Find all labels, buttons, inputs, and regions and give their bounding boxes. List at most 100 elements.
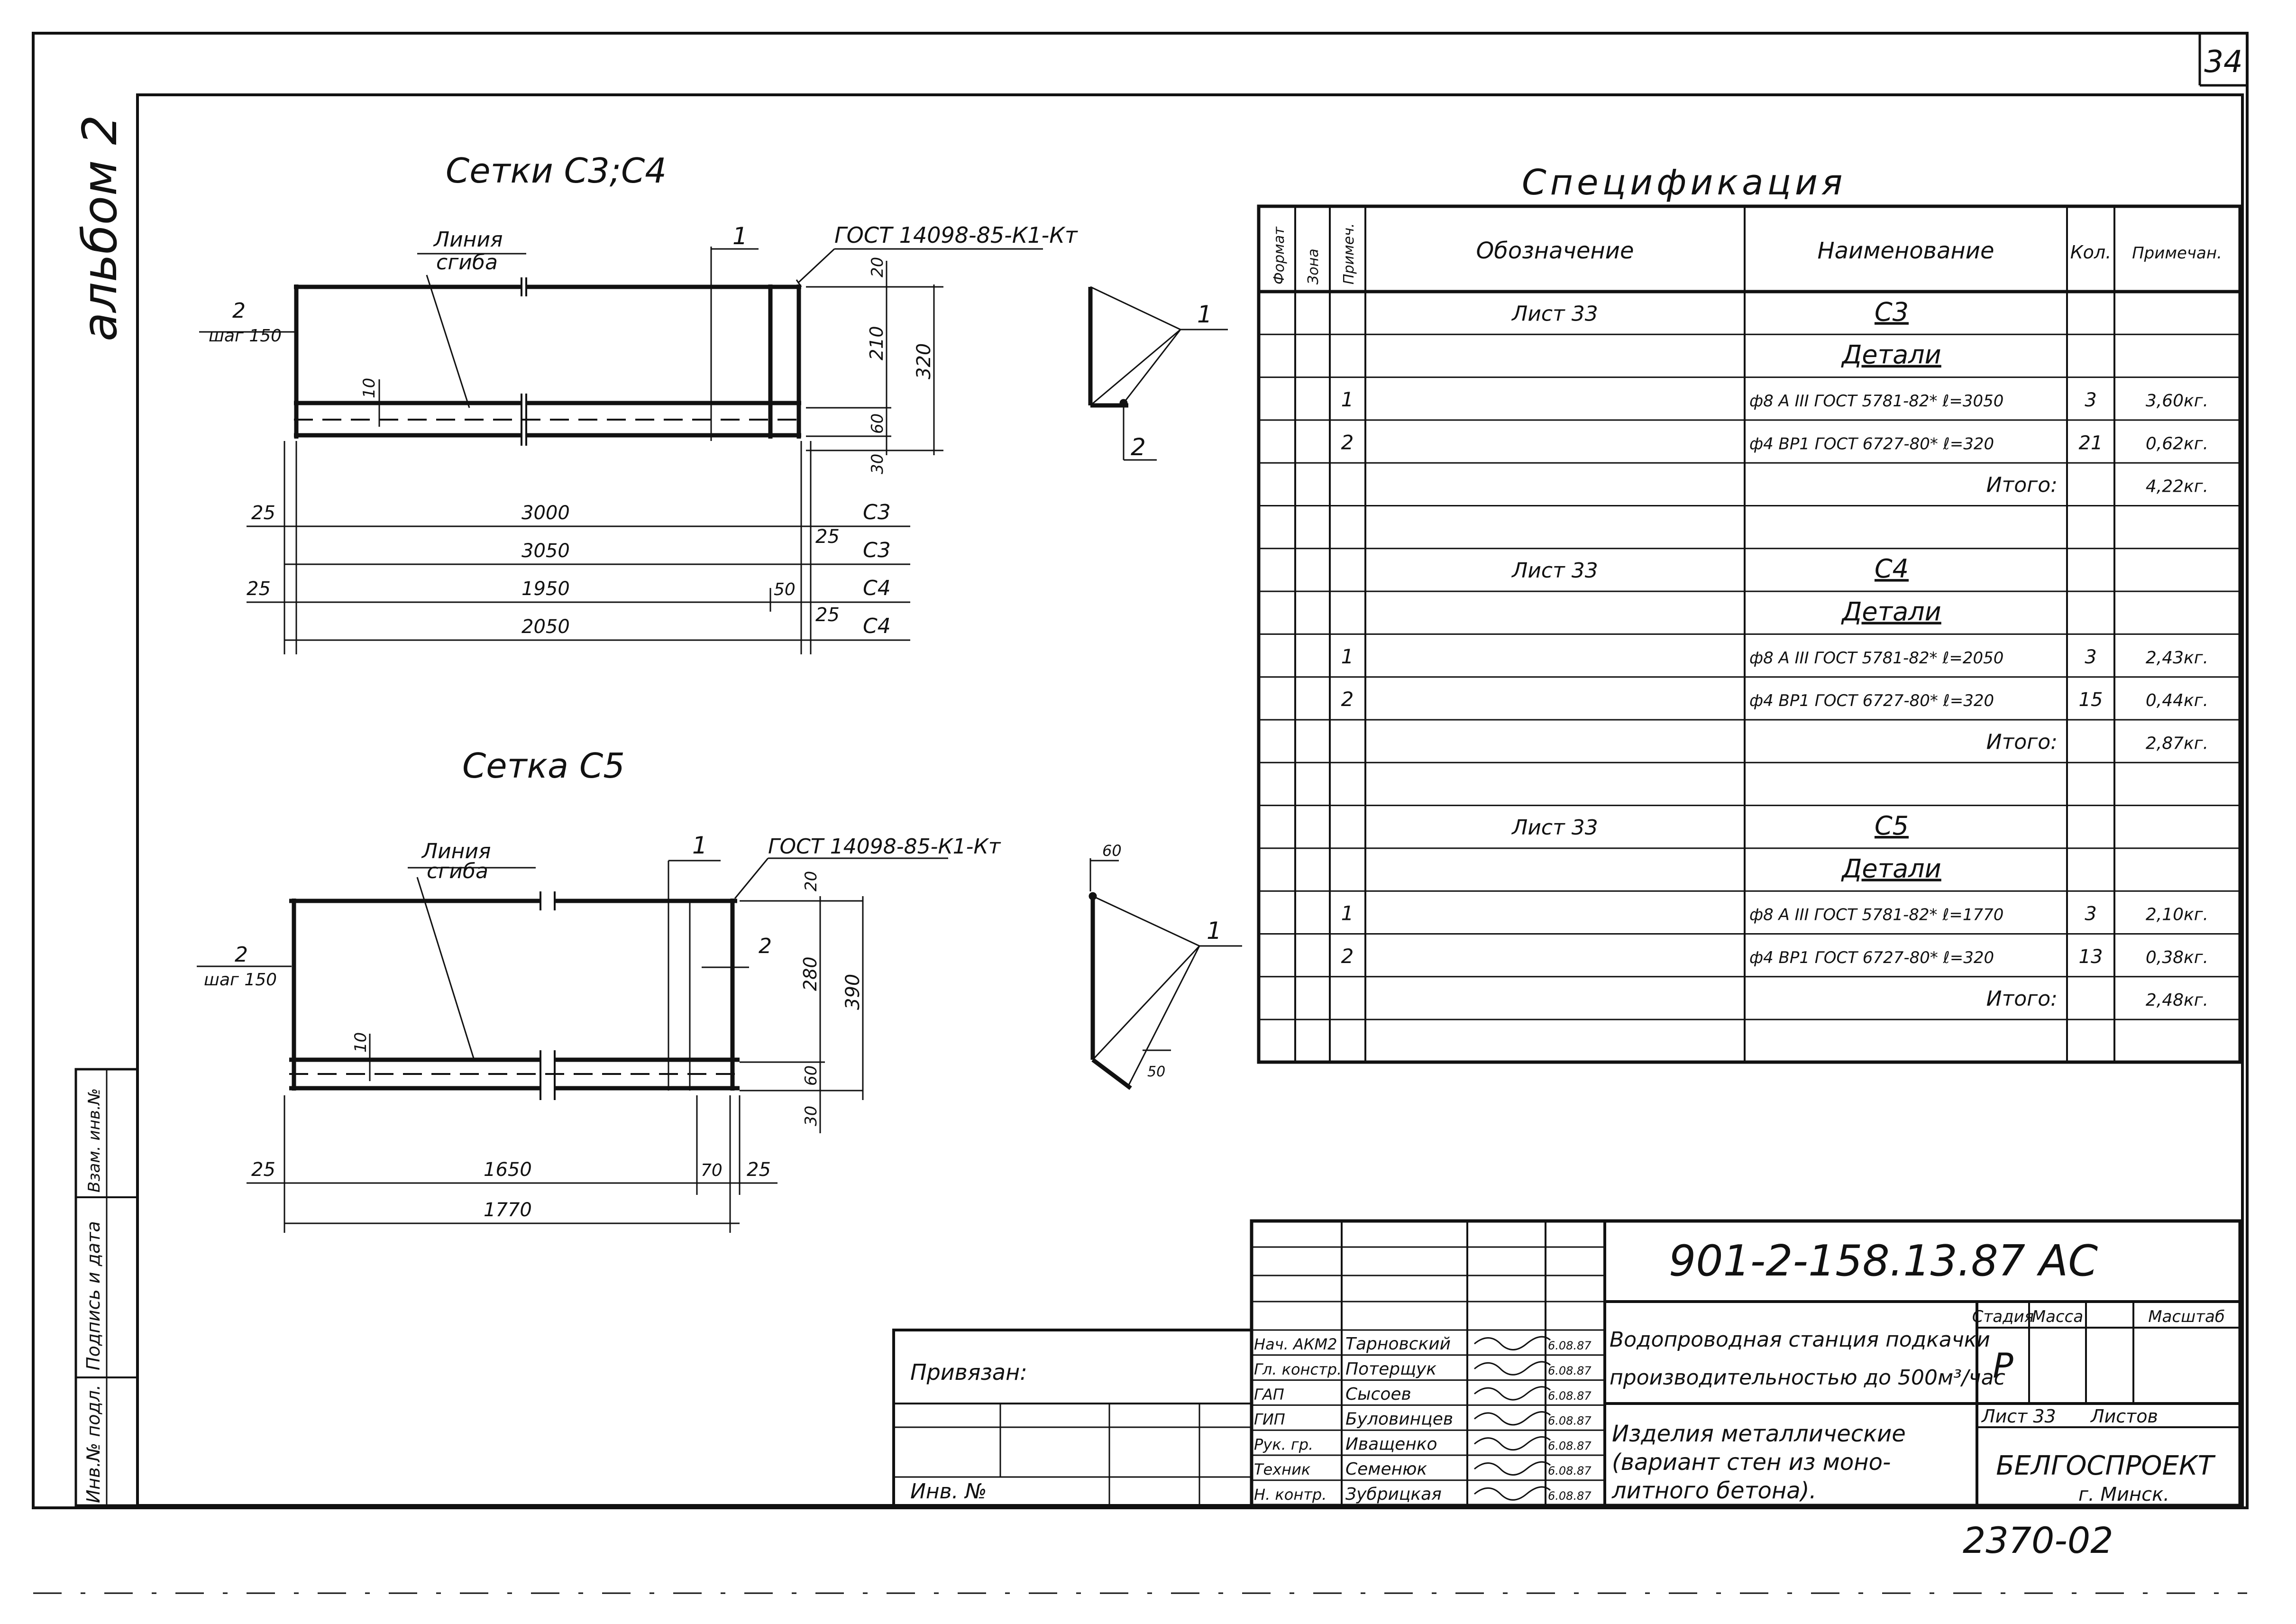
c5-pitch-num: 2	[235, 943, 248, 967]
margin-note: альбом 2	[72, 115, 128, 341]
c3c4-pitch: шаг 150	[209, 326, 282, 346]
c3c4-row4-mid: 2050	[521, 616, 570, 638]
spec-cell-oboz: Лист 33	[1511, 559, 1598, 583]
spec-header-kol: Кол.	[2070, 242, 2112, 263]
c3c4-dim-20: 20	[868, 257, 887, 277]
spec-cell-prim: 2,43кг.	[2146, 648, 2208, 668]
spec-cell-name: ф8 А III ГОСТ 5781-82* ℓ=3050	[1749, 392, 2003, 411]
inv-label: Инв. №	[910, 1479, 987, 1504]
role-cell-name: Иващенко	[1345, 1434, 1437, 1454]
c5-mesh	[197, 857, 948, 1233]
spec-cell-pos: 1	[1341, 645, 1354, 668]
stage-value: Р	[1993, 1346, 2013, 1385]
spec-cell-prim: 0,62кг.	[2146, 434, 2208, 453]
spec-cell-kol: 15	[2079, 689, 2103, 711]
c3c4-dim-30: 30	[868, 454, 887, 474]
spec-cell-pos: 1	[1341, 388, 1354, 411]
sheets-value: Листов	[2090, 1406, 2158, 1427]
left-stamp-column	[74, 1068, 139, 1507]
spec-cell-prim: 0,38кг.	[2146, 948, 2208, 967]
c5-bottom-right: 25	[747, 1159, 771, 1181]
c3c4-row3-right: 25	[815, 604, 840, 626]
spec-cell-kol: 3	[2085, 903, 2096, 925]
role-cell-role: Рук. гр.	[1254, 1435, 1313, 1453]
footer-code: 2370-02	[1963, 1519, 2113, 1561]
section1-label-2: 2	[1131, 433, 1146, 461]
role-cell-role: Гл. констр.	[1254, 1360, 1342, 1378]
role-cell-name: Зубрицкая	[1345, 1485, 1442, 1504]
role-cell-role: Н. контр.	[1254, 1486, 1326, 1504]
spec-cell-kol: 3	[2085, 389, 2096, 411]
c3c4-row3-extra: 50	[774, 580, 796, 599]
c5-bend-line-1: Линия	[421, 839, 491, 863]
spec-cell-prim: 2,87кг.	[2146, 734, 2208, 753]
role-cell-role: Нач. АКМ2	[1254, 1335, 1337, 1353]
c5-gost: ГОСТ 14098-85-К1-Кт	[768, 835, 1001, 859]
left-col-vzam: Взам. инв.№	[85, 1088, 104, 1193]
role-cell-role: Техник	[1254, 1460, 1311, 1478]
c5-title: Сетка С5	[462, 746, 625, 786]
sheet-title-2: (вариант стен из моно-	[1612, 1449, 1891, 1476]
title-block-role-lines	[1252, 1354, 1605, 1481]
c5-dim-280: 280	[800, 956, 821, 991]
c3c4-pitch-num: 2	[232, 299, 246, 323]
title-block-grid	[892, 1219, 2242, 1507]
sheet-number: 34	[2204, 45, 2242, 80]
role-cell-date: 6.08.87	[1548, 1339, 1592, 1352]
spec-cell-name: ф4 ВР1 ГОСТ 6727-80* ℓ=320	[1749, 691, 1994, 710]
c5-pitch: шаг 150	[204, 970, 277, 990]
signature-scribble	[1474, 1361, 1551, 1376]
c3c4-dim-10: 10	[360, 378, 379, 398]
spec-cell-name: Итого:	[1986, 730, 2058, 754]
org-city: г. Минск.	[2078, 1484, 2169, 1505]
spec-cell-name: Детали	[1841, 597, 1941, 627]
role-cell-date: 6.08.87	[1548, 1464, 1592, 1477]
spec-cell-prim: 2,48кг.	[2146, 991, 2208, 1010]
spec-header-name: Наименование	[1817, 238, 1994, 264]
signature-scribble	[1474, 1386, 1551, 1401]
stage-header: Стадия	[1972, 1307, 2034, 1326]
spec-cell-name: С5	[1875, 811, 1909, 841]
spec-cell-kol: 21	[2079, 432, 2103, 454]
spec-cell-name: ф4 ВР1 ГОСТ 6727-80* ℓ=320	[1749, 948, 1994, 967]
spec-header-oboz: Обозначение	[1476, 238, 1634, 264]
spec-cell-name: Итого:	[1986, 473, 2058, 497]
c5-bend-line-2: сгиба	[427, 859, 488, 883]
left-col-inv: Инв.№ подл.	[83, 1385, 104, 1503]
role-cell-name: Тарновский	[1345, 1334, 1451, 1354]
spec-header-pos: Примеч.	[1341, 223, 1357, 284]
c5-dim-30: 30	[802, 1106, 821, 1126]
section-detail-1	[1088, 286, 1228, 461]
c5-dim-10: 10	[351, 1032, 370, 1053]
role-cell-date: 6.08.87	[1548, 1439, 1592, 1452]
c3c4-bend-line-2: сгиба	[436, 250, 498, 275]
c5-section-mark: 1	[692, 832, 707, 859]
role-cell-name: Семенюк	[1345, 1459, 1427, 1479]
spec-cell-oboz: Лист 33	[1511, 302, 1598, 326]
mass-header: Масса	[2032, 1307, 2083, 1326]
spec-cell-name: ф4 ВР1 ГОСТ 6727-80* ℓ=320	[1749, 434, 1994, 453]
sheet-title-1: Изделия металлические	[1612, 1421, 1906, 1447]
section2-label-1: 1	[1207, 917, 1222, 945]
section2-dim-bottom: 50	[1147, 1064, 1165, 1080]
spec-cell-name: Детали	[1841, 853, 1941, 883]
spec-cell-prim: 3,60кг.	[2146, 391, 2208, 411]
c3c4-row1-mid: 3000	[521, 502, 570, 524]
spec-cell-prim: 0,44кг.	[2146, 691, 2208, 710]
role-cell-role: ГАП	[1254, 1385, 1284, 1404]
sheet-title-3: литного бетона).	[1611, 1477, 1817, 1504]
c5-bottom-mid: 1650	[484, 1159, 532, 1181]
c3c4-dim-210: 210	[866, 326, 887, 360]
role-cell-name: Сысоев	[1345, 1385, 1411, 1404]
spec-cell-name: ф8 А III ГОСТ 5781-82* ℓ=1770	[1749, 906, 2003, 925]
c3c4-title: Сетки С3;С4	[446, 151, 667, 191]
c3c4-row1-left: 25	[251, 502, 275, 524]
privyazan-label: Привязан:	[910, 1359, 1027, 1385]
spec-cell-pos: 1	[1341, 902, 1354, 925]
c3c4-dim-320: 320	[913, 343, 935, 379]
c3c4-gost: ГОСТ 14098-85-К1-Кт	[834, 222, 1078, 248]
c3c4-row2-label: С3	[863, 538, 891, 562]
